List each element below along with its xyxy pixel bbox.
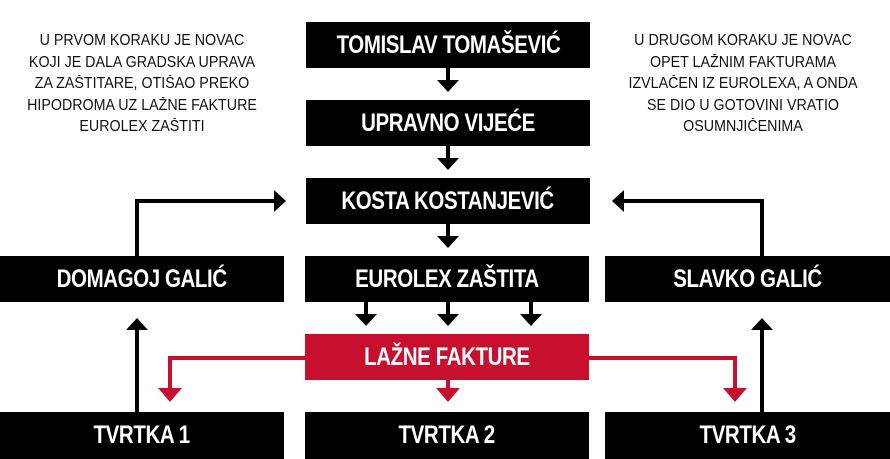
- node-label: DOMAGOJ GALIĆ: [56, 264, 228, 293]
- node-label: TOMISLAV TOMAŠEVIĆ: [336, 30, 560, 59]
- note-line: SE DIO U GOTOVINI VRATIO: [646, 96, 840, 114]
- note-line: U PRVOM KORAKU JE NOVAC: [39, 32, 245, 49]
- node-domagoj-galic: DOMAGOJ GALIĆ: [0, 256, 284, 302]
- note-line: IZVLAČEN IZ EUROLEXA, A ONDA: [628, 75, 858, 92]
- note-line: OSUMNJIČENIMA: [683, 118, 803, 135]
- node-label: TVRTKA 1: [93, 421, 191, 449]
- node-lazne-fakture: LAŽNE FAKTURE: [305, 334, 589, 380]
- node-tvrtka-3: TVRTKA 3: [605, 412, 890, 459]
- node-kosta-kostanjevic: KOSTA KOSTANJEVIĆ: [306, 178, 590, 224]
- note-line: OPET LAŽNIM FAKTURAMA: [650, 53, 836, 71]
- node-tvrtka-2: TVRTKA 2: [305, 412, 589, 459]
- node-tvrtka-1: TVRTKA 1: [0, 412, 284, 459]
- note-line: KOJI JE DALA GRADSKA UPRAVA: [28, 53, 256, 71]
- node-tomislav-tomasevic: TOMISLAV TOMAŠEVIĆ: [306, 22, 590, 68]
- node-label: KOSTA KOSTANJEVIĆ: [341, 186, 555, 215]
- note-line: U DRUGOM KORAKU JE NOVAC: [634, 32, 852, 49]
- node-upravno-vijece: UPRAVNO VIJEĆE: [306, 100, 590, 146]
- node-label: LAŽNE FAKTURE: [364, 342, 530, 371]
- node-label: TVRTKA 3: [699, 421, 796, 449]
- note-line: HIPODROMA UZ LAŽNE FAKTURE: [27, 96, 257, 114]
- note-right: U DRUGOM KORAKU JE NOVAC OPET LAŽNIM FAK…: [596, 30, 890, 138]
- node-slavko-galic: SLAVKO GALIĆ: [605, 256, 890, 302]
- node-label: TVRTKA 2: [398, 421, 496, 449]
- node-label: UPRAVNO VIJEĆE: [361, 108, 535, 137]
- node-eurolex-zastita: EUROLEX ZAŠTITA: [305, 256, 589, 302]
- node-label: SLAVKO GALIĆ: [673, 264, 822, 293]
- note-line: ZA ZAŠTITARE, OTIŠAO PREKO: [34, 75, 250, 92]
- node-label: EUROLEX ZAŠTITA: [355, 264, 539, 293]
- note-left: U PRVOM KORAKU JE NOVAC KOJI JE DALA GRA…: [0, 30, 284, 138]
- note-line: EUROLEX ZAŠTITI: [79, 118, 205, 135]
